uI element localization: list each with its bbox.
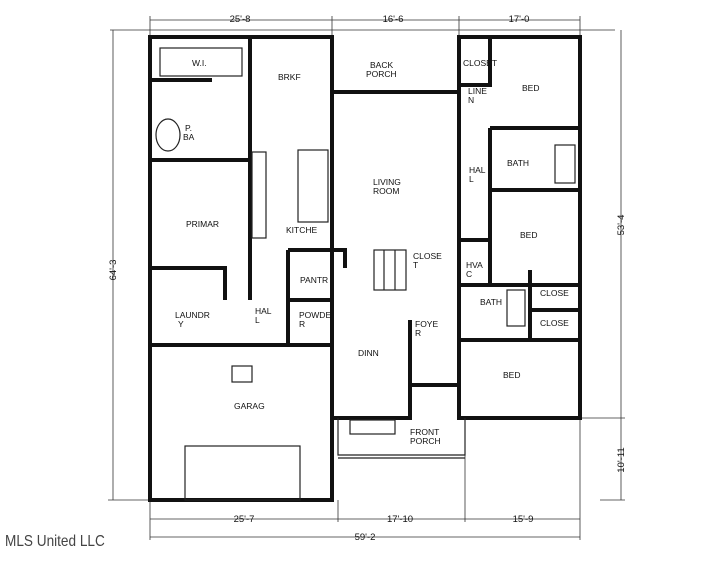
label-hvac: HVA: [466, 260, 483, 270]
label-pantry: PANTR: [300, 275, 328, 285]
label-bed-1: BED: [522, 83, 539, 93]
label-closet-r1: CLOSE: [540, 288, 569, 298]
label-bath-3: BATH: [480, 297, 502, 307]
dim-porch-depth: 10'-11: [616, 447, 627, 472]
label-bed-3: BED: [503, 370, 520, 380]
room-labels: W.I. BRKF BACK PORCH CLOSET BED LINE N P…: [175, 58, 569, 446]
label-hall-left-2: L: [255, 315, 260, 325]
label-kitchen: KITCHE: [286, 225, 318, 235]
label-living-room: LIVING: [373, 177, 401, 187]
label-foyer: FOYE: [415, 319, 438, 329]
label-primary-bath-2: BA: [183, 132, 195, 142]
label-laundry-2: Y: [178, 319, 184, 329]
label-powder-2: R: [299, 319, 305, 329]
dim-top-1: 25'-8: [230, 14, 251, 25]
watermark: MLS United LLC: [5, 533, 105, 550]
label-hall-right-2: L: [469, 174, 474, 184]
label-primary-bath: P.: [185, 123, 192, 133]
label-linen: LINE: [468, 86, 487, 96]
label-closet-mid-2: T: [413, 260, 418, 270]
label-hall-right: HAL: [469, 165, 486, 175]
label-walk-in: W.I.: [192, 58, 207, 68]
label-garage: GARAG: [234, 401, 265, 411]
label-bath-top: BATH: [507, 158, 529, 168]
label-front-porch-2: PORCH: [410, 436, 441, 446]
fixtures: [155, 47, 576, 501]
label-hall-left: HAL: [255, 306, 272, 316]
label-closet-mid: CLOSE: [413, 251, 442, 261]
label-foyer-2: R: [415, 328, 421, 338]
dim-overall-width: 59'-2: [355, 532, 376, 543]
dim-bottom-2: 17'-10: [387, 514, 413, 525]
dim-right-depth: 53'-4: [616, 215, 627, 236]
dimension-lines: [108, 16, 625, 540]
label-laundry: LAUNDR: [175, 310, 210, 320]
dim-left-depth: 64'-3: [108, 260, 119, 281]
label-back-porch: BACK: [370, 60, 393, 70]
label-back-porch-2: PORCH: [366, 69, 397, 79]
label-living-room-2: ROOM: [373, 186, 399, 196]
label-hvac-2: C: [466, 269, 472, 279]
dim-bottom-1: 25'-7: [234, 514, 255, 525]
label-front-porch: FRONT: [410, 427, 439, 437]
label-breakfast: BRKF: [278, 72, 301, 82]
label-closet-top: CLOSET: [463, 58, 497, 68]
dim-top-2: 16'-6: [383, 14, 404, 25]
label-powder: POWDE: [299, 310, 331, 320]
label-closet-r2: CLOSE: [540, 318, 569, 328]
label-bed-2: BED: [520, 230, 537, 240]
label-linen-2: N: [468, 95, 474, 105]
label-primary: PRIMAR: [186, 219, 219, 229]
label-dining: DINN: [358, 348, 379, 358]
dim-bottom-3: 15'-9: [513, 514, 534, 525]
dim-top-3: 17'-0: [509, 14, 530, 25]
walls: [148, 35, 582, 502]
